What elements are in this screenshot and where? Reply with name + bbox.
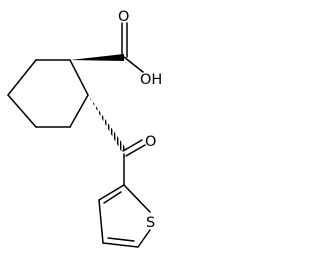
thiophene-c2-c3 xyxy=(98,184,125,201)
thiophene-c4-c5 xyxy=(102,242,139,248)
atom-label-hydroxyl: OH xyxy=(140,72,162,88)
thiophene-c3-c4 xyxy=(98,199,104,244)
atom-label-thiophene-sulfur: S xyxy=(146,215,155,231)
ring-bond-c6-c1 xyxy=(69,59,89,96)
wedge-bond-to-acid xyxy=(70,54,124,61)
ring-bond-c5-c6 xyxy=(69,94,89,128)
thiophene-c5-s xyxy=(137,229,151,248)
ketone-carbon-double-bond-b xyxy=(125,144,146,157)
hashed-bond-to-ketone xyxy=(88,95,127,151)
atom-label-carbonyl-oxygen: O xyxy=(118,9,129,25)
atom-label-ketone-oxygen: O xyxy=(145,134,156,150)
acid-carbon-hydroxyl-bond xyxy=(123,56,144,73)
ring-bond-c3-c4 xyxy=(7,94,37,128)
thiophene-s-c2 xyxy=(123,184,151,213)
structure-drawing: O OH O S xyxy=(7,9,162,248)
molecule-structure: O OH O S xyxy=(7,9,162,248)
ring-bond-c2-c3 xyxy=(7,59,37,96)
thiophene-c4-c5-inner-double xyxy=(107,237,135,242)
thiophene-c2-c3-inner-double xyxy=(103,191,122,204)
